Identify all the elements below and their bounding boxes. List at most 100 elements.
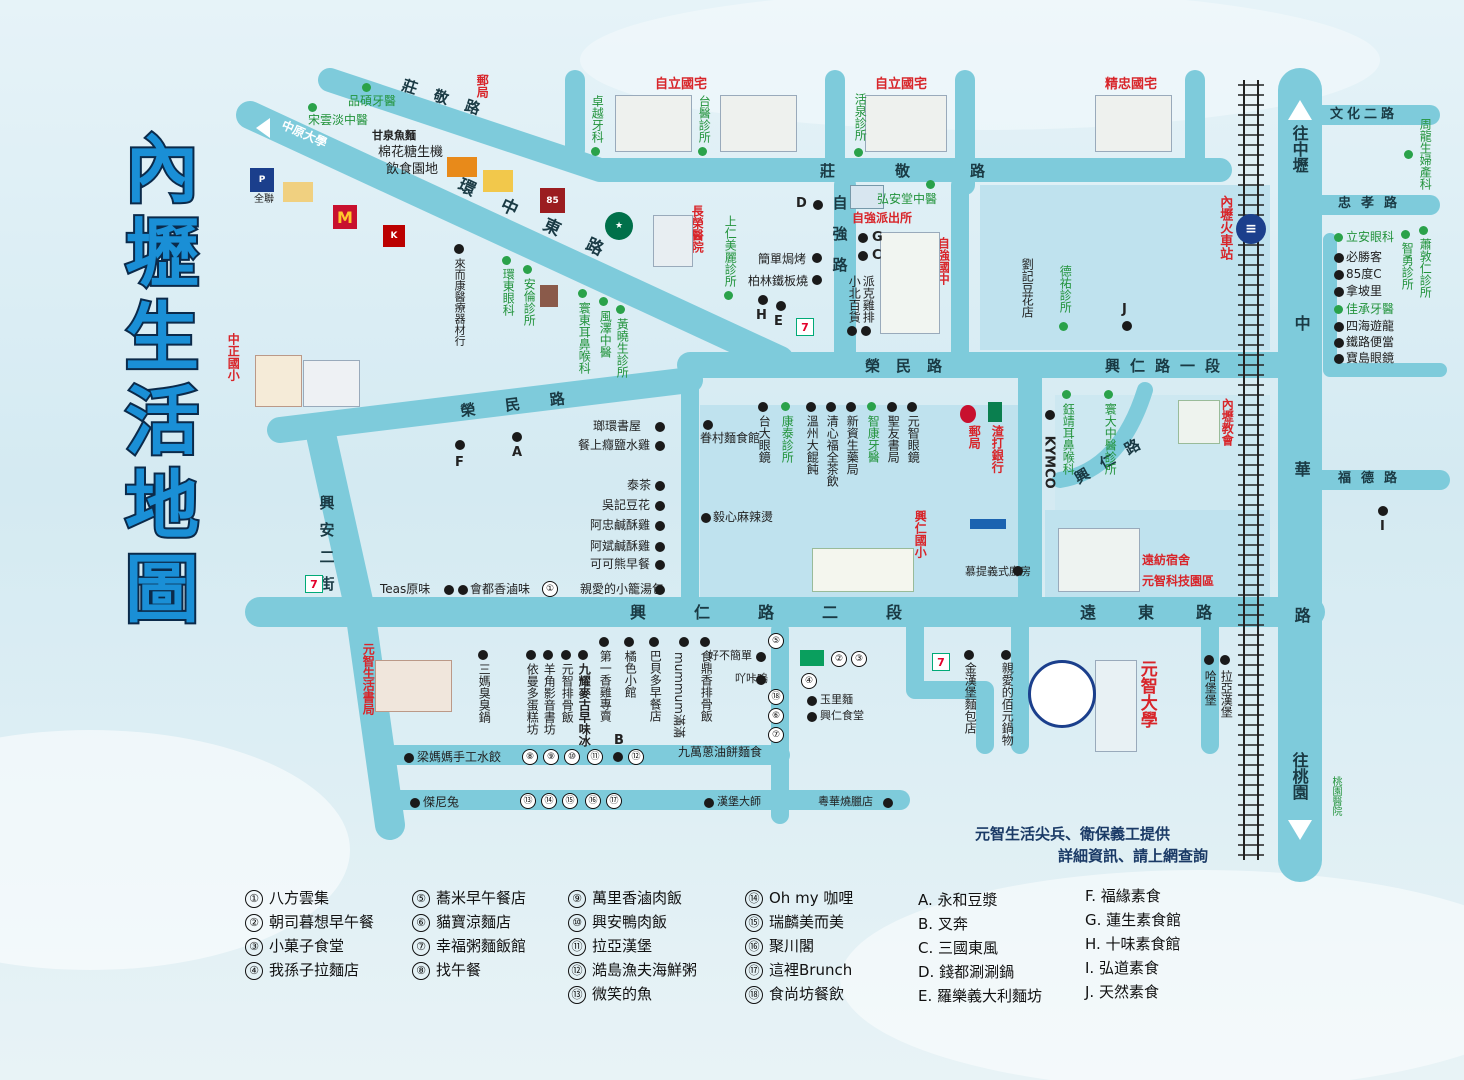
landmark-taoyuan-hospital: 桃園醫院 bbox=[1330, 776, 1341, 816]
legend-item: I. 弘道素食 bbox=[1085, 959, 1159, 977]
letter-j-marker bbox=[1122, 321, 1132, 331]
seven-eleven-icon: 7 bbox=[796, 318, 814, 336]
letter-e-marker bbox=[776, 301, 786, 311]
letter-j: J bbox=[1122, 302, 1127, 317]
place-xingren-shitang-marker bbox=[807, 712, 817, 722]
place-babei: 巴貝多早餐店 bbox=[648, 650, 663, 722]
place-qinai-xiaolong-marker bbox=[655, 585, 665, 595]
letter-b: B bbox=[614, 733, 624, 748]
shop-logo-2-icon bbox=[483, 170, 513, 192]
building-changrong bbox=[653, 215, 693, 267]
title-char-3: 生 bbox=[123, 294, 201, 382]
place-huidu-marker bbox=[458, 585, 468, 595]
block-liuji bbox=[980, 185, 1270, 350]
railway-ties bbox=[1238, 84, 1264, 856]
place-huanda: 寰大中醫診所 bbox=[1103, 403, 1118, 475]
place-taida-marker bbox=[758, 402, 768, 412]
place-jiangren: 蕭敦仁診所 bbox=[1418, 238, 1433, 298]
place-napoli-marker bbox=[1334, 287, 1344, 297]
place-xiaobei-marker bbox=[847, 326, 857, 336]
place-jinshan: 金漢堡麵包店 bbox=[963, 662, 978, 734]
place-jieni: 傑尼兔 bbox=[423, 795, 460, 809]
place-fengze: 風澤中醫 bbox=[598, 310, 613, 358]
place-canshang: 餐上癮鹽水雞 bbox=[578, 438, 651, 452]
letter-a-marker bbox=[512, 432, 522, 442]
bank-logo-icon bbox=[970, 519, 1006, 529]
legend-item: D. 錢都涮涮鍋 bbox=[918, 963, 1015, 981]
seven-eleven-2-icon: 7 bbox=[305, 575, 323, 593]
credit-line-2: 詳細資訊、請上網查詢 bbox=[1058, 847, 1209, 865]
place-85c: 85度C bbox=[1346, 267, 1382, 281]
place-abin: 阿斌鹹酥雞 bbox=[590, 539, 651, 553]
place-huandong-ent-marker bbox=[578, 289, 587, 298]
place-bolin: 柏林鐵板燒 bbox=[748, 274, 809, 288]
place-yeka-marker bbox=[756, 675, 766, 685]
place-lixin: 立安眼科 bbox=[1346, 230, 1395, 244]
letter-f-marker bbox=[455, 440, 465, 450]
place-huangxiao: 黃曉生診所 bbox=[615, 318, 630, 378]
direction-to-taoyuan: 往桃園 bbox=[1289, 752, 1309, 800]
landmark-yuanzhi-life: 元智生活書局 bbox=[361, 643, 376, 715]
place-taiyi-marker bbox=[698, 147, 707, 156]
place-sanma: 三媽臭臭鍋 bbox=[477, 663, 492, 723]
letter-g-marker bbox=[858, 233, 868, 243]
road-label-yuandong: 遠東路 bbox=[1080, 603, 1255, 622]
place-qinai-xiaolong: 親愛的小籠湯包 bbox=[580, 582, 665, 596]
letter-d: D bbox=[796, 196, 807, 211]
place-huoquan: 活泉診所 bbox=[853, 93, 868, 141]
legend-col-5: A. 永和豆漿 B. 叉奔 C. 三國東風 D. 錢都涮涮鍋 E. 羅樂義大利麵… bbox=[918, 888, 1042, 1008]
legend-marker-9: ⑨ bbox=[543, 749, 559, 765]
place-liangma-marker bbox=[404, 753, 414, 763]
police-building-icon bbox=[850, 185, 884, 209]
legend-marker-16: ⑯ bbox=[585, 793, 601, 809]
road-label-rongmin-e: 榮民路 bbox=[865, 357, 959, 375]
title-char-1: 內 bbox=[123, 126, 201, 214]
letter-h-marker bbox=[758, 295, 768, 305]
place-jiuwan: 九萬蔥油餅麵食 bbox=[678, 745, 763, 759]
railway-station-icon: ≡ bbox=[1236, 214, 1266, 244]
legend-item: C. 三國東風 bbox=[918, 939, 999, 957]
road-label-fude: 福德路 bbox=[1338, 471, 1408, 486]
legend-marker-11: ⑪ bbox=[587, 749, 603, 765]
road-label-zhonghua: 中華路 bbox=[1291, 315, 1311, 753]
title-char-5: 地 bbox=[123, 462, 201, 550]
post-office-logo-icon bbox=[960, 405, 976, 423]
legend-item: A. 永和豆漿 bbox=[918, 891, 998, 909]
place-jiacheng-marker bbox=[1334, 305, 1343, 314]
letter-d-marker bbox=[813, 200, 823, 210]
place-kangtai-marker bbox=[781, 402, 790, 411]
place-liangma: 梁媽媽手工水餃 bbox=[417, 750, 502, 764]
place-yuehua-marker bbox=[883, 798, 893, 808]
place-anlun: 安倫診所 bbox=[522, 278, 537, 326]
place-yiman: 依曼多蛋糕坊 bbox=[525, 663, 540, 735]
landmark-kymco: KYMCO bbox=[1041, 435, 1057, 489]
place-yangjiao: 羊角影音書坊 bbox=[542, 663, 557, 735]
legend-item: G. 蓮生素食館 bbox=[1085, 911, 1182, 929]
place-xiaobei: 小北百貨 bbox=[847, 275, 862, 323]
pxmart-logo-icon: P bbox=[250, 168, 274, 192]
legend-marker-6: ⑥ bbox=[768, 708, 784, 724]
place-mumu: mummum滿滿 bbox=[672, 652, 686, 738]
place-pinshuo: 品碩牙醫 bbox=[348, 94, 397, 108]
building-zili-1 bbox=[615, 95, 692, 152]
landmark-zili-1: 自立國宅 bbox=[655, 77, 708, 92]
road-huanzhong bbox=[236, 101, 794, 374]
landmark-post-office-top: 郵局 bbox=[475, 74, 490, 98]
place-lairen-marker bbox=[454, 244, 464, 254]
place-zhikang: 智康牙醫 bbox=[866, 415, 881, 463]
place-azhong-marker bbox=[655, 521, 665, 531]
road-zhuangjing bbox=[318, 68, 1232, 182]
place-yuanzhi-paigu-marker bbox=[561, 650, 571, 660]
place-wenzhou: 溫州大餛飩 bbox=[805, 415, 820, 475]
landmark-neili-station: 內壢火車站 bbox=[1217, 195, 1233, 260]
arrow-west bbox=[256, 118, 270, 138]
